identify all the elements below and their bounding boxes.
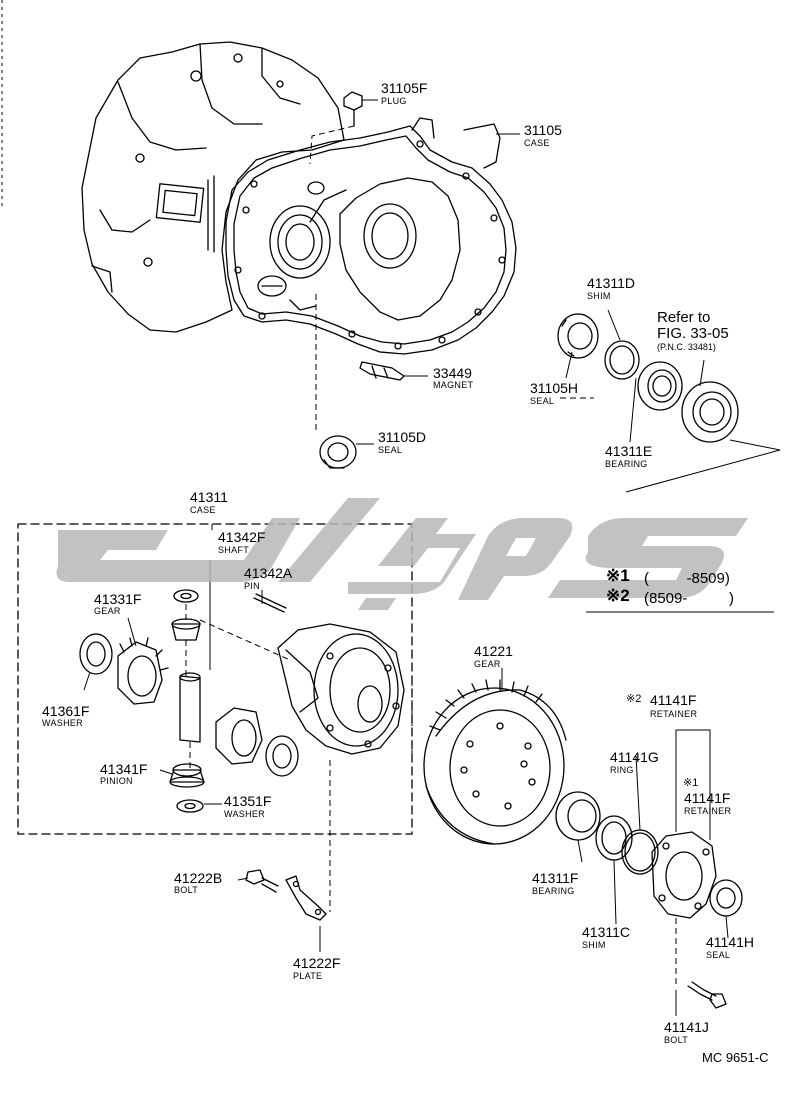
part-number-label: 41311E: [605, 443, 653, 459]
part-name-label: BEARING: [605, 459, 648, 469]
leader-lines: [83, 99, 781, 1016]
part-number-label: 41342F: [218, 529, 266, 545]
watermark-logo: [56, 498, 748, 610]
transaxle-housing: [81, 41, 517, 355]
part-name-label: RETAINER: [684, 806, 732, 816]
part-number-label: 31105D: [378, 429, 427, 445]
part-name-label: SHAFT: [218, 545, 250, 555]
plug-part-icon: [343, 91, 363, 127]
part-number-label: 41311: [190, 489, 228, 505]
part-number-label: 41341F: [100, 761, 148, 777]
note-text: ( -8509): [644, 570, 730, 587]
part-number-label: 41331F: [94, 591, 142, 607]
part-number-label: 41141H: [706, 934, 755, 950]
reference-note-line2: FIG. 33-05: [657, 325, 729, 342]
diff-bearing-part-icon: [555, 791, 601, 841]
part-number-label: 41311C: [582, 924, 631, 940]
part-mark: ※1: [683, 777, 699, 789]
figure-code: MC 9651-C: [702, 1050, 769, 1065]
part-name-label: BEARING: [532, 886, 575, 896]
ring-gear-part-icon: [423, 679, 567, 845]
part-name-label: WASHER: [42, 718, 83, 728]
pinion-washer-upper-part-icon: [173, 589, 199, 603]
part-name-label: BOLT: [664, 1035, 689, 1045]
note-text: (8509- ): [644, 590, 735, 607]
part-number-label: 31105H: [530, 380, 579, 396]
second-side-gear-part-icon: [215, 707, 263, 765]
retainer-part-icon: [651, 831, 717, 919]
part-number-label: 41141G: [610, 749, 659, 765]
part-name-label: WASHER: [224, 809, 265, 819]
part-number-label: 41141J: [664, 1019, 709, 1035]
part-number-label: 41311D: [587, 275, 636, 291]
pinion-shaft-part-icon: [179, 672, 201, 743]
plate-bolt-part-icon: [245, 869, 279, 893]
part-name-label: SHIM: [587, 291, 611, 301]
part-name-label: SHIM: [582, 940, 606, 950]
part-number-label: 31105F: [381, 80, 428, 96]
part-number-label: 41141F: [684, 790, 731, 806]
bearing-part-icon: [637, 361, 683, 411]
part-number-label: 31105: [524, 122, 562, 138]
second-washer-part-icon: [265, 735, 299, 777]
part-name-label: SEAL: [706, 950, 731, 960]
magnet-part-icon: [359, 361, 405, 381]
part-name-label: SEAL: [378, 445, 403, 455]
pinion-part-icon: [169, 763, 205, 788]
part-name-label: RETAINER: [650, 709, 698, 719]
part-name-label: SEAL: [530, 396, 555, 406]
pinion-washer-part-icon: [176, 799, 204, 813]
part-name-label: RING: [610, 765, 634, 775]
part-name-label: PLUG: [381, 96, 407, 106]
shim-part-icon: [604, 340, 640, 380]
part-name-label: GEAR: [474, 659, 501, 669]
part-number-label: 41141F: [650, 692, 697, 708]
dashed-leaders: [185, 125, 677, 984]
housing-seal-part-icon: [319, 435, 357, 469]
axle-seal-part-icon: [557, 313, 599, 359]
reference-note-line3: (P.N.C. 33481): [657, 342, 716, 352]
part-number-label: 41222B: [174, 870, 223, 886]
part-number-label: 41342A: [244, 565, 293, 581]
part-name-label: CASE: [524, 138, 550, 148]
part-name-label: CASE: [190, 505, 216, 515]
reference-note-line1: Refer to: [657, 309, 711, 326]
retainer-bolt-part-icon: [687, 981, 727, 1009]
part-name-label: MAGNET: [433, 380, 474, 390]
part-name-label: PINION: [100, 776, 133, 786]
part-number-label: 41311F: [532, 870, 579, 886]
differential-case-part-icon: [277, 623, 405, 755]
part-name-label: PIN: [244, 581, 260, 591]
part-name-label: BOLT: [174, 885, 199, 895]
differential-assembly-box: [17, 523, 413, 835]
part-name-label: PLATE: [293, 971, 323, 981]
gear-washer-part-icon: [79, 633, 113, 675]
part-number-label: 41351F: [224, 793, 272, 809]
side-gear-part-icon: [117, 637, 169, 705]
retainer-seal-part-icon: [709, 879, 743, 917]
part-name-label: GEAR: [94, 606, 121, 616]
lock-plate-part-icon: [285, 875, 327, 921]
part-number-label: 41361F: [42, 703, 90, 719]
part-number-label: 41221: [474, 643, 513, 659]
pin-part-icon: [253, 593, 287, 613]
part-number-label: 41222F: [293, 955, 341, 971]
note-mark: ※2: [606, 586, 630, 605]
part-number-label: 33449: [433, 365, 472, 381]
part-mark: ※2: [626, 693, 642, 705]
reference-part-icon: [681, 381, 739, 443]
note-mark: ※1: [606, 566, 630, 585]
